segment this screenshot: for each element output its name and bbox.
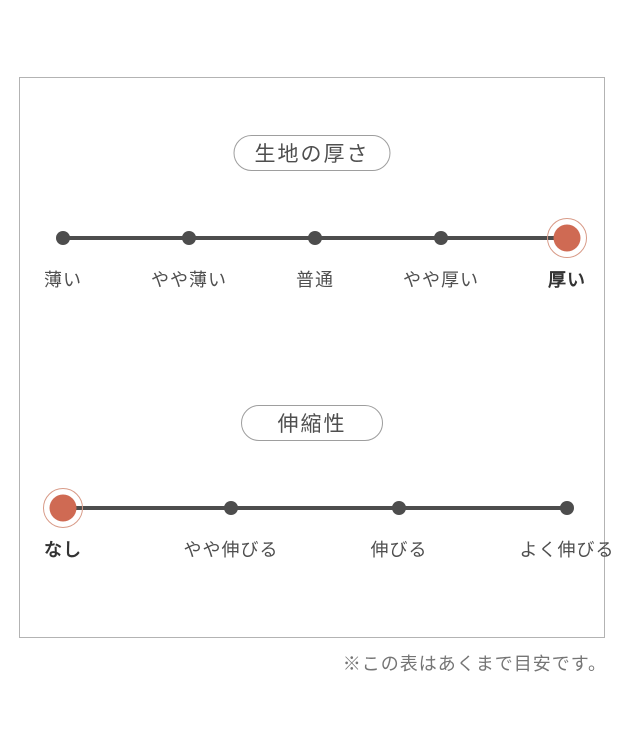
scale-option-label: やや厚い: [403, 270, 479, 290]
scale-title-label: 生地の厚さ: [254, 143, 370, 166]
scale-dot-selected: [553, 224, 581, 252]
scale-dot-selected: [49, 494, 77, 522]
scale-dot: [560, 501, 574, 515]
scale-labels-fabric-thickness: 薄い やや薄い 普通 やや厚い 厚い: [44, 266, 585, 294]
scale-title-pill-fabric-thickness: 生地の厚さ: [233, 135, 391, 171]
scale-section-fabric-thickness: 生地の厚さ薄い やや薄い 普通 やや厚い 厚い: [20, 135, 604, 320]
scale-option-label: 普通: [296, 270, 334, 290]
scale-section-stretchiness: 伸縮性なし やや伸びる 伸びる よく伸びる: [20, 405, 614, 590]
scale-option-label: 厚い: [548, 270, 586, 290]
scale-dot: [434, 231, 448, 245]
scale-title-pill-stretchiness: 伸縮性: [241, 405, 383, 441]
scale-labels-stretchiness: なし やや伸びる 伸びる よく伸びる: [44, 536, 614, 564]
scale-dot: [308, 231, 322, 245]
scale-title-label: 伸縮性: [277, 413, 347, 436]
scale-dot: [392, 501, 406, 515]
selected-marker-ring: [547, 218, 587, 258]
scale-option-label: なし: [44, 540, 82, 560]
scale-dot: [182, 231, 196, 245]
selected-marker-ring: [43, 488, 83, 528]
scale-option-label: やや薄い: [151, 270, 227, 290]
scale-dot: [224, 501, 238, 515]
product-spec-panel: 生地の厚さ薄い やや薄い 普通 やや厚い 厚い伸縮性なし やや伸びる 伸びる よく伸びる: [19, 77, 614, 638]
disclaimer-note: ※この表はあくまで目安です。: [342, 654, 607, 674]
scale-option-label: よく伸びる: [519, 540, 615, 560]
scale-option-label: 薄い: [44, 270, 82, 290]
scale-option-label: やや伸びる: [183, 540, 279, 560]
scale-dot: [56, 231, 70, 245]
scale-track-line: [63, 506, 567, 510]
scale-option-label: 伸びる: [370, 540, 428, 560]
